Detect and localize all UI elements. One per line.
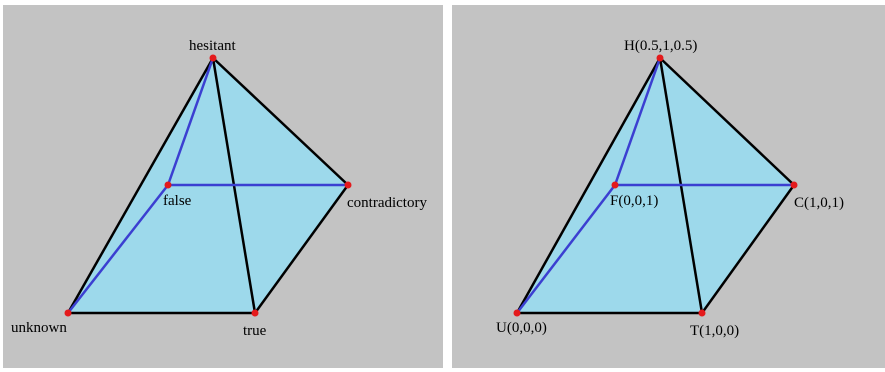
right-pyramid-diagram: H(0.5,1,0.5) F(0,0,1) C(1,0,1) U(0,0,0) …	[496, 38, 844, 339]
label-hesitant: hesitant	[189, 38, 236, 54]
label-F: F(0,0,1)	[610, 193, 658, 209]
label-false: false	[163, 193, 192, 209]
label-true: true	[243, 323, 267, 339]
edge-false-hesitant	[166, 57, 215, 186]
vertex-C	[790, 181, 798, 189]
edge-F-H	[613, 57, 662, 186]
label-unknown: unknown	[11, 320, 67, 336]
vertex-hesitant	[209, 54, 217, 62]
edge-U-H	[515, 57, 662, 314]
right-diagram-panel: H(0.5,1,0.5) F(0,0,1) C(1,0,1) U(0,0,0) …	[452, 5, 885, 368]
edge-C-T	[700, 184, 796, 314]
vertex-true	[251, 309, 259, 317]
label-T: T(1,0,0)	[690, 323, 739, 339]
left-diagram-panel: hesitant false contradictory unknown tru…	[3, 5, 443, 368]
vertex-contradictory	[344, 181, 352, 189]
edge-unknown-false	[67, 184, 169, 314]
vertex-U	[513, 309, 521, 317]
edge-hesitant-contradictory	[212, 57, 349, 186]
vertex-H	[656, 54, 664, 62]
edge-unknown-hesitant	[66, 57, 215, 314]
label-C: C(1,0,1)	[794, 195, 844, 211]
edge-contradictory-true	[253, 184, 350, 314]
vertex-unknown	[64, 309, 72, 317]
edge-U-F	[516, 184, 616, 314]
left-pyramid-diagram: hesitant false contradictory unknown tru…	[11, 38, 427, 339]
label-U: U(0,0,0)	[496, 320, 547, 336]
edge-H-C	[659, 57, 795, 186]
label-H: H(0.5,1,0.5)	[624, 38, 697, 54]
label-contradictory: contradictory	[347, 195, 427, 211]
vertex-false	[164, 181, 172, 189]
vertex-F	[611, 181, 619, 189]
vertex-T	[698, 309, 706, 317]
